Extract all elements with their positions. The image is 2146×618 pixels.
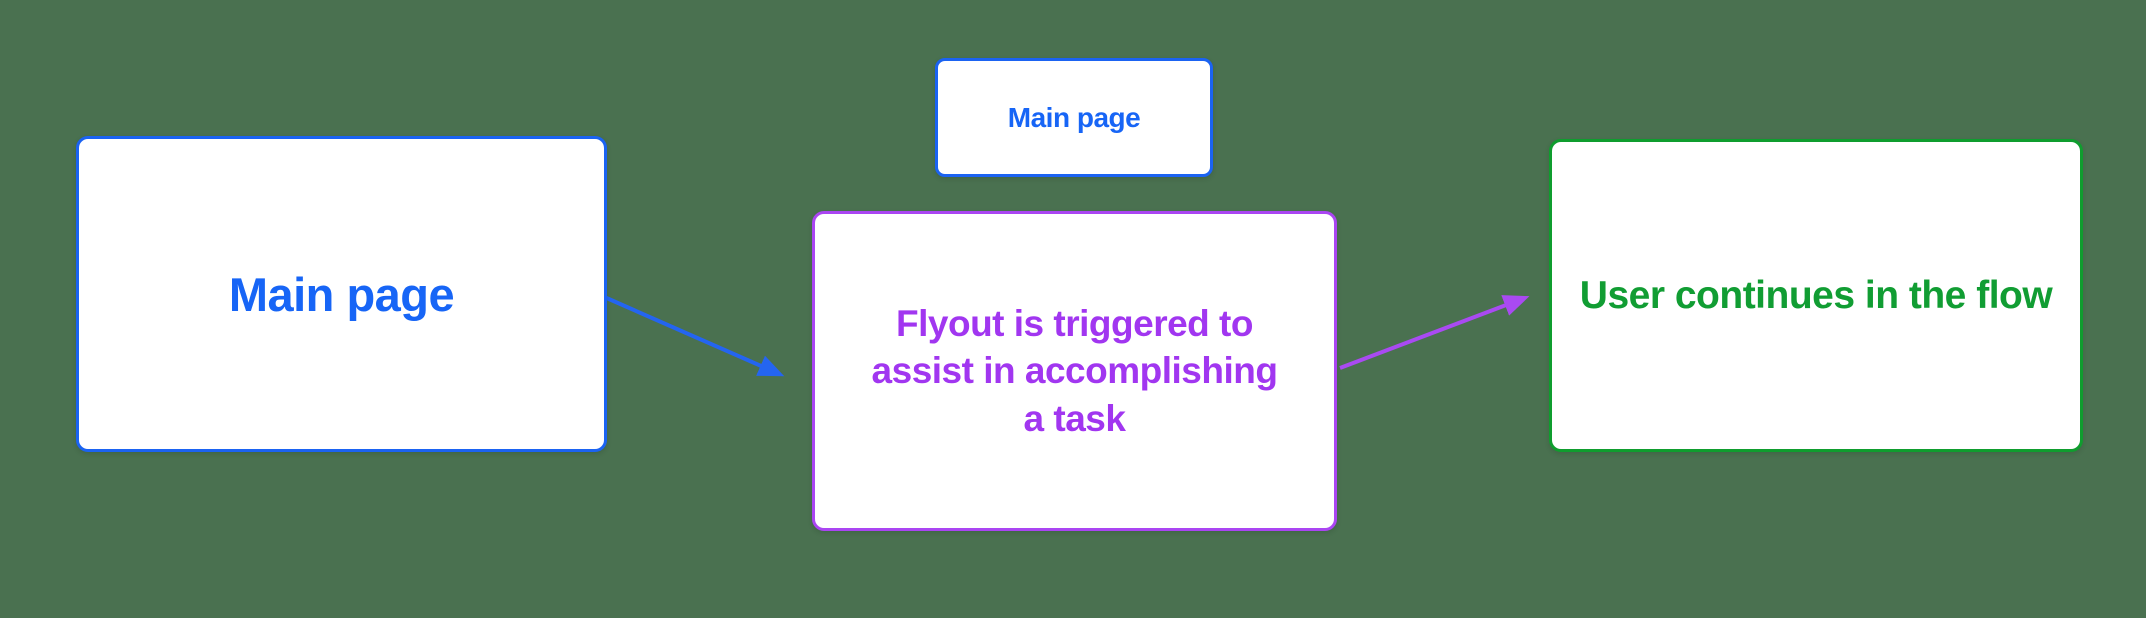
node-flyout[interactable]: Flyout is triggered to assist in accompl… xyxy=(812,211,1337,531)
node-user-flow-label: User continues in the flow xyxy=(1579,273,2053,317)
node-main-page-mini-label: Main page xyxy=(1007,101,1141,133)
connector-main-page-to-flyout[interactable] xyxy=(601,294,785,377)
node-flyout-label-line-2: assist in accomplishing xyxy=(871,350,1278,392)
node-flyout-label-line-1: Flyout is triggered to xyxy=(896,302,1253,344)
node-main-page-label: Main page xyxy=(228,267,455,321)
node-main-page[interactable]: Main page xyxy=(76,136,607,452)
connector-flyout-to-user-flow[interactable] xyxy=(1339,295,1530,370)
node-user-flow[interactable]: User continues in the flow xyxy=(1549,139,2083,452)
node-main-page-mini[interactable]: Main page xyxy=(935,58,1213,177)
node-flyout-label-line-3: a task xyxy=(1023,397,1126,439)
node-flyout-label: Flyout is triggered to assist in accompl… xyxy=(872,300,1278,442)
